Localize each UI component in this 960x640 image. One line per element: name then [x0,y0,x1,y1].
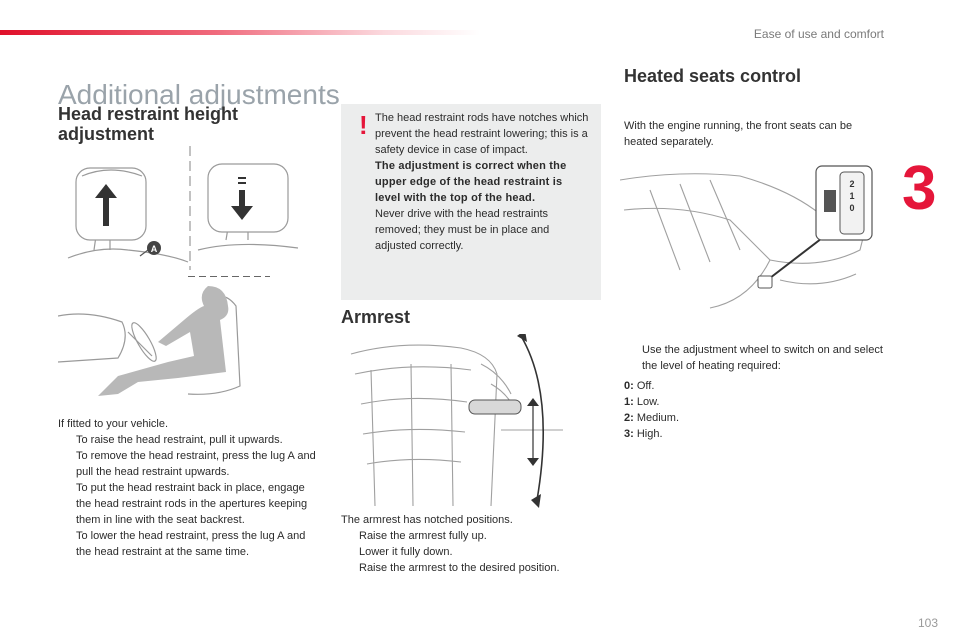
wheel-digit: 2 [849,179,854,189]
page-number: 103 [917,616,938,630]
armrest-intro: The armrest has notched positions. [341,514,513,526]
list-item: Raise the armrest fully up. [359,530,487,542]
list-item: 2: Medium. [624,412,680,424]
warning-emphasis: The adjustment is correct when the upper… [375,160,567,204]
armrest-illustration [350,334,563,508]
list-item: To raise the head restraint, pull it upw… [76,434,283,446]
head-restraint-illustration: A [67,146,299,270]
armrest-steps: Raise the armrest fully up. Lower it ful… [341,528,603,576]
list-item: Lower it fully down. [359,546,453,558]
section-title: Ease of use and comfort [753,27,884,41]
list-item: 1: Low. [624,396,660,408]
heated-seat-illustration: 2 1 0 [620,165,873,309]
list-item: 3: High. [624,428,663,440]
list-item: Use the adjustment wheel to switch on an… [642,344,883,372]
driver-position-illustration [58,276,270,396]
heated-seats-steps: Use the adjustment wheel to switch on an… [624,342,894,374]
warning-panel: ! The head restraint rods have notches w… [341,104,601,300]
list-item: To lower the head restraint, press the l… [76,530,306,558]
head-restraint-heading: Head restraint height adjustment [58,104,239,144]
header-accent-bar [0,30,480,35]
armrest-text: The armrest has notched positions. Raise… [341,512,603,576]
head-restraint-text: If fitted to your vehicle. To raise the … [58,416,320,560]
head-restraint-intro: If fitted to your vehicle. [58,418,169,430]
list-item: 0: Off. [624,380,655,392]
page-title: Additional adjustments [58,78,340,110]
warning-text: The head restraint rods have notches whi… [375,112,589,252]
list-item: To put the head restraint back in place,… [76,482,308,526]
wheel-digit: 0 [849,203,854,213]
list-item: To remove the head restraint, press the … [76,450,316,478]
warning-icon: ! [359,110,368,140]
heating-levels: 0: Off. 1: Low. 2: Medium. 3: High. [624,378,824,442]
wheel-digit: 1 [849,191,854,201]
heated-seats-heading: Heated seats control [624,66,802,86]
list-item: Raise the armrest to the desired positio… [359,562,560,574]
heated-seats-intro: With the engine running, the front seats… [624,120,853,148]
chapter-number: 3 [902,154,937,223]
head-restraint-steps: To raise the head restraint, pull it upw… [58,432,320,560]
lug-a-label: A [151,244,158,254]
armrest-heading: Armrest [341,307,411,327]
